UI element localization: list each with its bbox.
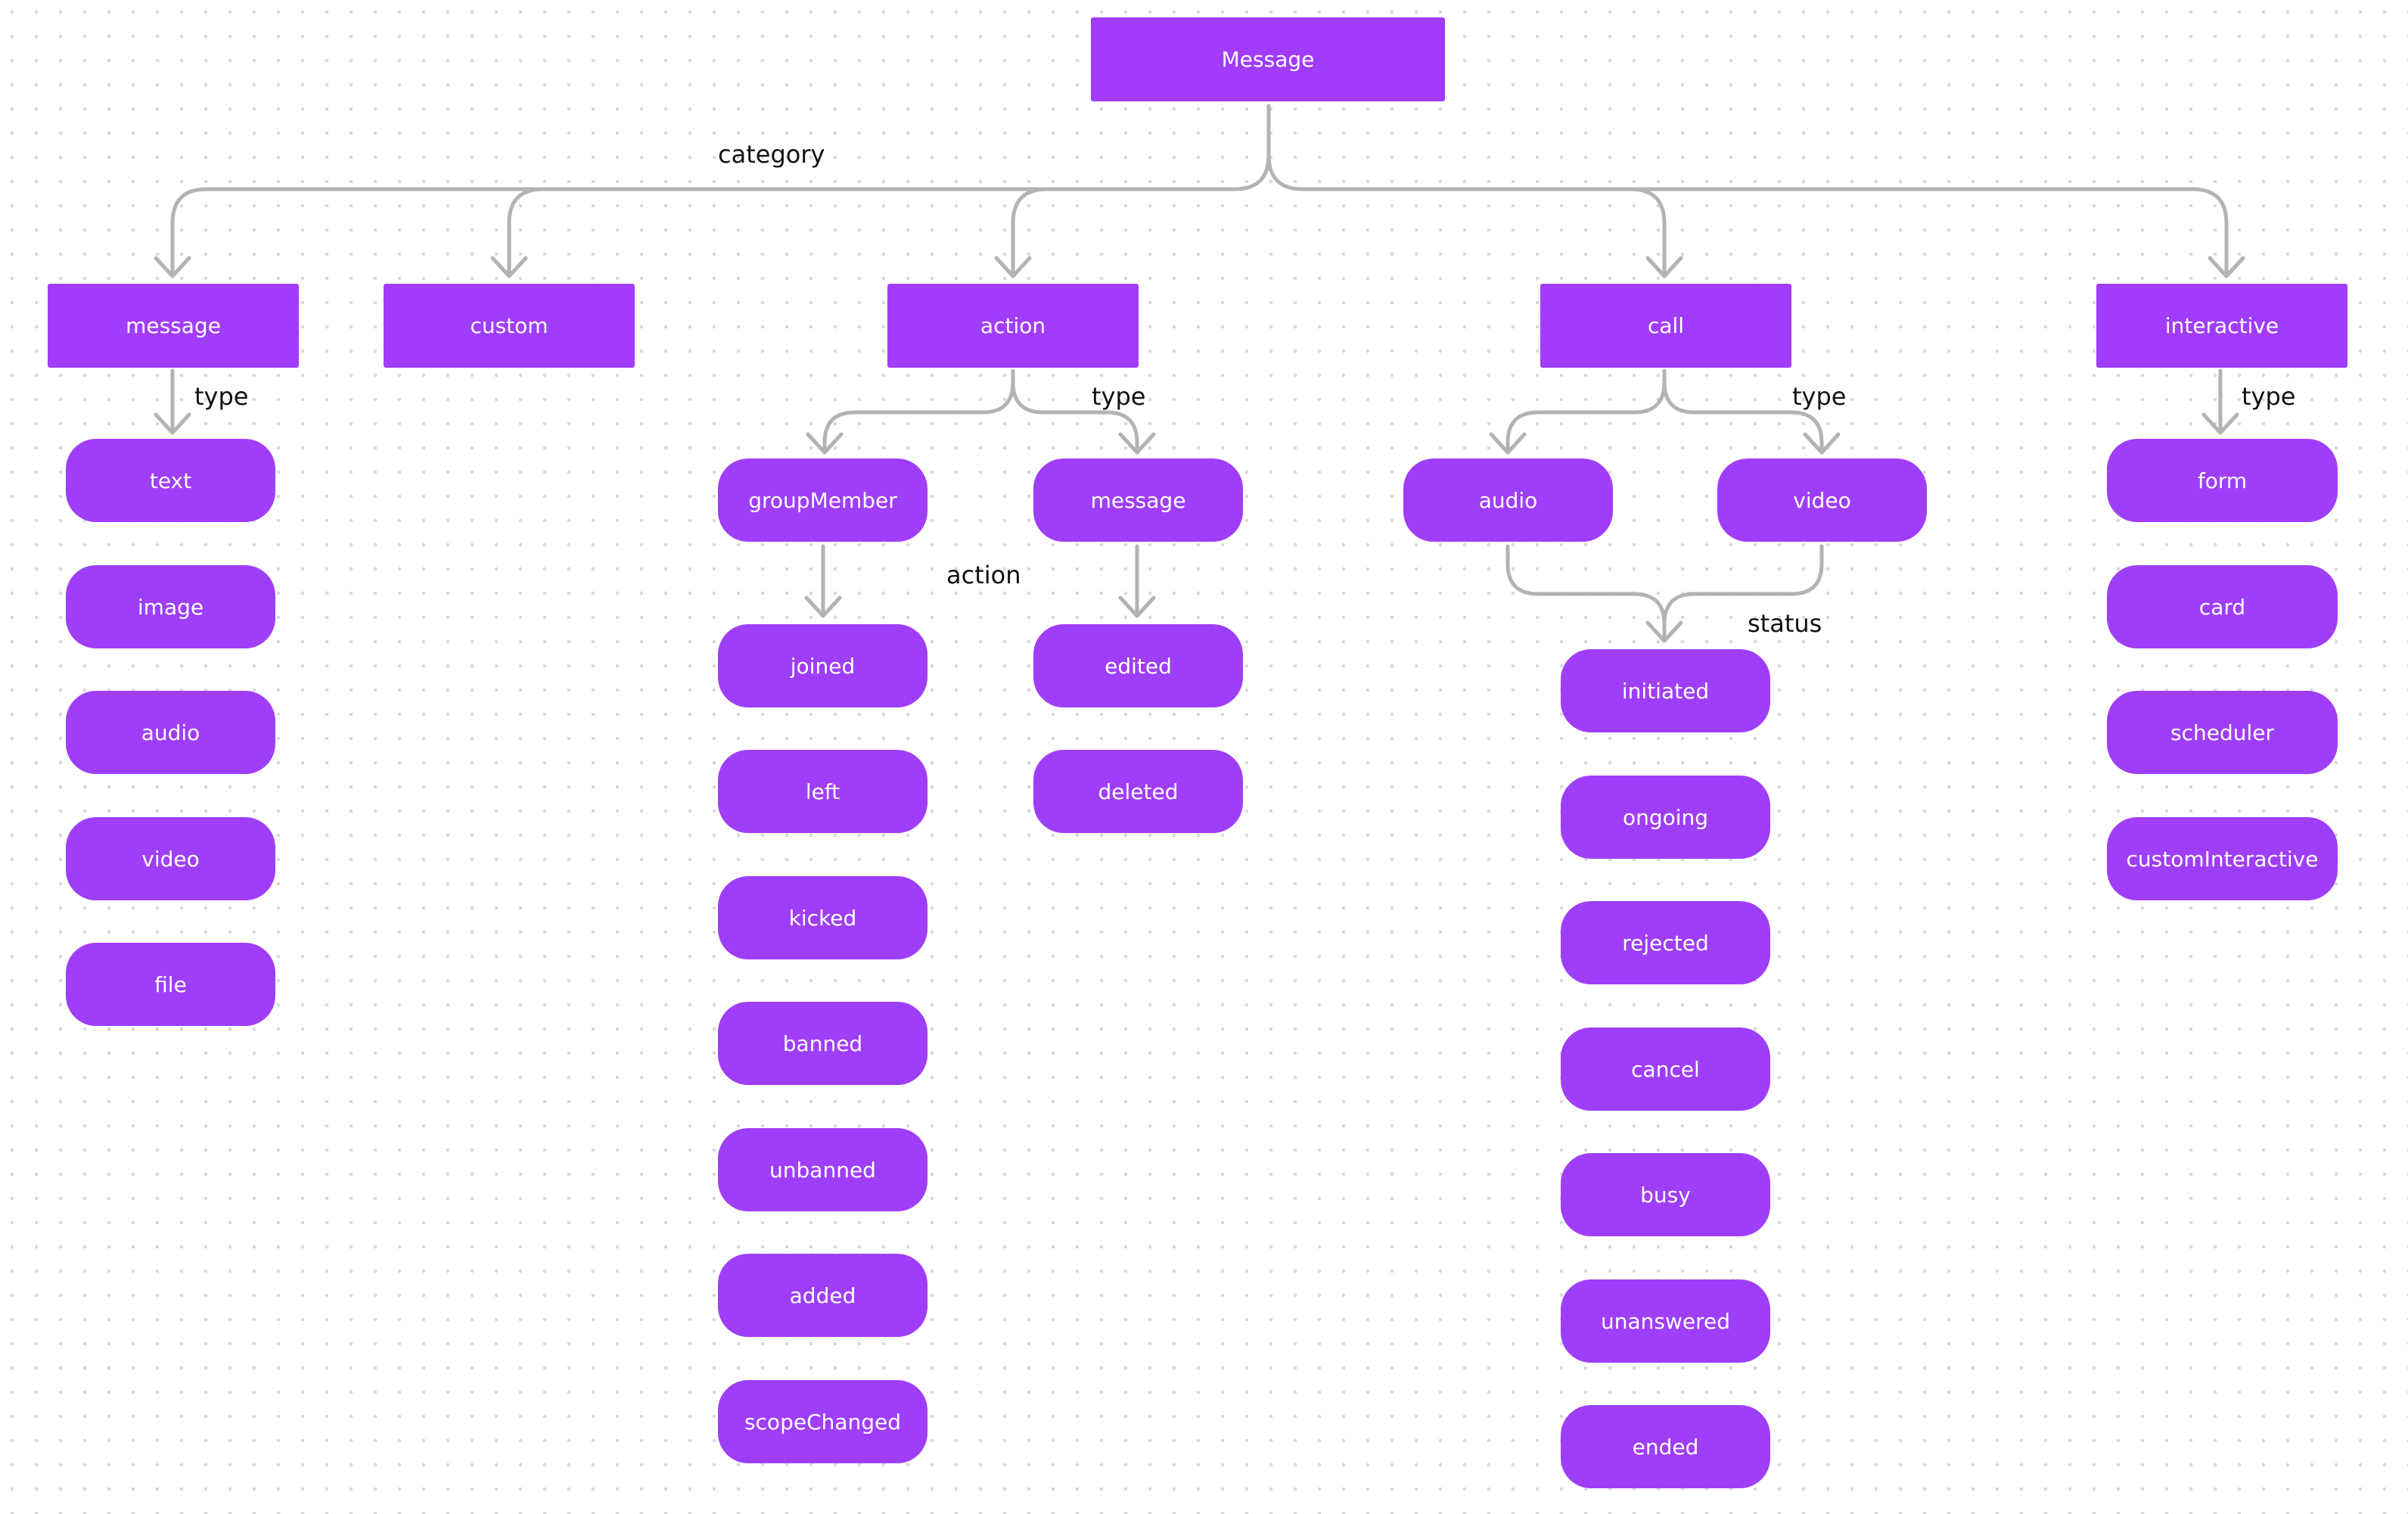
call-status-node: initiated <box>1561 649 1770 732</box>
call-status-node: cancel <box>1561 1027 1770 1111</box>
edge-label-call-status: status <box>1748 609 1822 638</box>
action-type-node-groupmember: groupMember <box>718 459 927 542</box>
groupmember-action-node: banned <box>718 1002 927 1085</box>
call-type-node-audio: audio <box>1403 459 1613 542</box>
groupmember-action-node: kicked <box>718 876 927 959</box>
groupmember-action-node: added <box>718 1254 927 1337</box>
interactive-type-node: scheduler <box>2107 691 2338 774</box>
edge-label-action-type: type <box>1092 382 1146 411</box>
edge-label-call-type: type <box>1792 382 1847 411</box>
call-status-node: rejected <box>1561 901 1770 984</box>
message-type-node: audio <box>66 691 275 774</box>
action-type-node-message: message <box>1033 459 1243 542</box>
connector-to-action <box>1011 187 1049 277</box>
message-type-node: file <box>66 943 275 1026</box>
category-node-call: call <box>1540 284 1791 368</box>
interactive-type-node: customInteractive <box>2107 817 2338 900</box>
connector-root-trunk <box>170 104 1271 277</box>
connector-root-right <box>1266 153 2229 277</box>
message-action-node: deleted <box>1033 750 1243 833</box>
message-type-node: image <box>66 565 275 648</box>
category-node-interactive: interactive <box>2096 284 2347 368</box>
call-status-node: ended <box>1561 1405 1770 1488</box>
edge-label-action-action: action <box>946 561 1021 589</box>
connector-call-types <box>1505 368 1667 452</box>
groupmember-action-node: unbanned <box>718 1128 927 1211</box>
groupmember-action-node: joined <box>718 624 927 707</box>
edge-label-message-type: type <box>194 382 249 411</box>
connector-call-status <box>1505 544 1667 642</box>
category-node-custom: custom <box>384 284 635 368</box>
groupmember-action-node: scopeChanged <box>718 1380 927 1463</box>
category-node-action: action <box>887 284 1139 368</box>
edge-label-category: category <box>718 140 825 169</box>
call-type-node-video: video <box>1717 459 1927 542</box>
connector-action-types <box>822 368 1015 452</box>
connector-to-custom <box>507 187 545 277</box>
call-status-node: unanswered <box>1561 1279 1770 1363</box>
interactive-type-node: card <box>2107 565 2338 648</box>
edge-label-interactive-type: type <box>2242 382 2296 411</box>
category-node-message: message <box>48 284 299 368</box>
root-node-message: Message <box>1091 17 1445 101</box>
message-action-node: edited <box>1033 624 1243 707</box>
groupmember-action-node: left <box>718 750 927 833</box>
call-status-node: busy <box>1561 1153 1770 1236</box>
connector-to-call <box>1628 187 1667 277</box>
call-status-node: ongoing <box>1561 776 1770 859</box>
interactive-type-node: form <box>2107 439 2338 522</box>
message-type-node: video <box>66 817 275 900</box>
message-type-node: text <box>66 439 275 522</box>
